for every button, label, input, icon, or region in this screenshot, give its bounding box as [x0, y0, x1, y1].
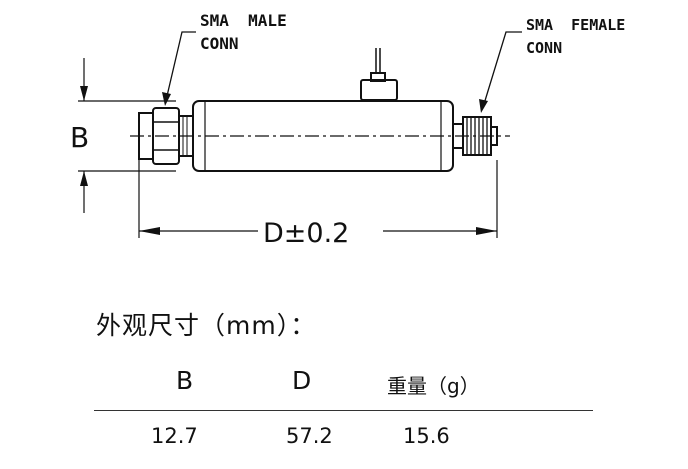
male-leader-arrow: [162, 92, 171, 106]
male-connector-label-line2: CONN: [200, 34, 239, 53]
dim-b-label: B: [70, 121, 89, 154]
table-cell-b: 12.7: [151, 424, 198, 448]
outline-drawing: SMA MALE CONN SMA FEMALE CONN B D±0.2: [70, 11, 625, 249]
male-leader-line: [166, 31, 196, 97]
b-arrow-bottom: [80, 171, 88, 186]
feedthrough-terminal: [360, 48, 398, 101]
d-arrow-right: [476, 227, 497, 235]
female-leader-line: [483, 31, 522, 105]
table-title: 外观尺寸（mm）：: [96, 311, 317, 340]
female-connector-label-line1: SMA FEMALE: [526, 16, 625, 34]
male-connector-label-line1: SMA MALE: [200, 11, 287, 30]
table-header-b: B: [176, 366, 194, 395]
female-connector-label-line2: CONN: [526, 39, 562, 57]
table-divider: [94, 410, 593, 411]
d-arrow-left: [139, 227, 160, 235]
b-arrow-top: [80, 86, 88, 101]
table-cell-weight: 15.6: [403, 424, 450, 448]
table-cell-d: 57.2: [286, 424, 333, 448]
table-header-d: D: [292, 366, 312, 395]
dim-d-label: D±0.2: [263, 218, 349, 249]
female-leader-arrow: [479, 99, 488, 113]
table-header-weight: 重量（g）: [387, 374, 480, 398]
